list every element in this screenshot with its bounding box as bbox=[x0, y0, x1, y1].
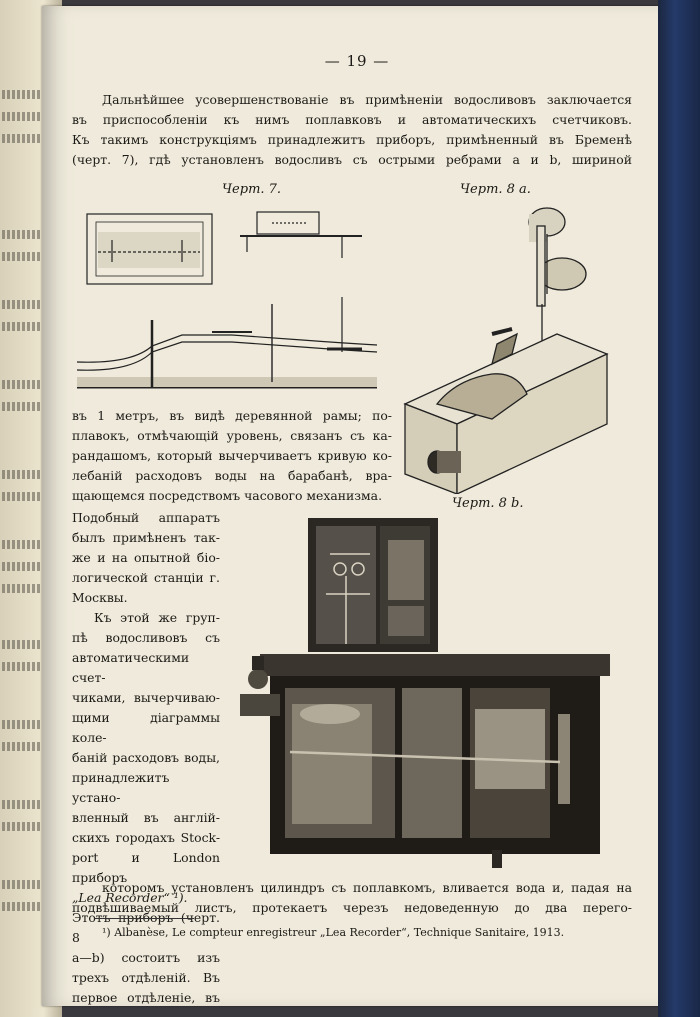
text-line: въ приспособленіи къ нимъ поплавковъ и а… bbox=[72, 112, 632, 127]
text-line: Москвы. bbox=[72, 590, 128, 605]
text-line: чиками, вычерчиваю- bbox=[72, 690, 220, 705]
text-line: Дальнѣйшее усовершенствованіе въ примѣне… bbox=[102, 92, 632, 107]
footnote-divider bbox=[94, 918, 194, 919]
book-page: — 19 — Дальнѣйшее усовершенствованіе въ … bbox=[42, 6, 672, 1006]
text-line: трехъ отдѣленій. Въ bbox=[72, 970, 220, 985]
text-line: лебаній расходовъ воды на барабанѣ, вра- bbox=[72, 468, 392, 483]
text-line: былъ примѣненъ так- bbox=[72, 530, 220, 545]
figure-8b-apparatus-photo bbox=[240, 518, 610, 868]
text-line: скихъ городахъ Stock- bbox=[72, 830, 220, 845]
text-line: Подобный аппаратъ bbox=[72, 510, 220, 525]
text-line: „Lea Recorder“ ¹). bbox=[72, 890, 188, 905]
text-line: port и London приборъ bbox=[72, 850, 220, 885]
text-line: Къ такимъ конструкціямъ принадлежитъ при… bbox=[72, 132, 632, 147]
page-number: — 19 — bbox=[324, 52, 390, 70]
text-line: щими діаграммы коле- bbox=[72, 710, 220, 745]
text-line: которомъ установленъ цилиндръ съ поплавк… bbox=[102, 880, 632, 895]
text-line: баній расходовъ воды, bbox=[72, 750, 220, 765]
column-paragraph: Подобный аппаратъ былъ примѣненъ так- же… bbox=[72, 508, 220, 1008]
footnote: ¹) Albanèse, Le compteur enregistreur „L… bbox=[102, 926, 565, 939]
text-line: плавокъ, отмѣчающій уровень, связанъ съ … bbox=[72, 428, 392, 443]
middle-paragraph: въ 1 метръ, въ видѣ деревянной рамы; по-… bbox=[72, 406, 392, 506]
bottom-paragraph: которомъ установленъ цилиндръ съ поплавк… bbox=[72, 878, 632, 918]
text-line: щающемся посредствомъ часового механизма… bbox=[72, 488, 383, 503]
figure-7-weir-drawing bbox=[76, 211, 378, 389]
text-line: автоматическими счет- bbox=[72, 650, 190, 685]
intro-paragraph: Дальнѣйшее усовершенствованіе въ примѣне… bbox=[72, 90, 632, 170]
text-line: рандашомъ, который вычерчиваетъ кривую к… bbox=[72, 448, 392, 463]
book-cover-edge bbox=[658, 0, 700, 1017]
text-line: Этотъ приборъ (черт. 8 bbox=[72, 910, 220, 945]
text-line: въ 1 метръ, въ видѣ деревянной рамы; по- bbox=[72, 408, 392, 423]
text-line: (черт. 7), гдѣ установленъ водосливъ съ … bbox=[72, 152, 632, 167]
text-line: принадлежитъ устано- bbox=[72, 770, 170, 805]
text-line: логической станціи г. bbox=[72, 570, 220, 585]
figure-8a-recorder-drawing bbox=[403, 207, 609, 494]
figure-8b-caption: Черт. 8 b. bbox=[452, 496, 524, 511]
figure-8a-caption: Черт. 8 a. bbox=[460, 182, 531, 197]
text-line: a—b) состоитъ изъ bbox=[72, 950, 220, 965]
text-line: пѣ водосливовъ съ bbox=[72, 630, 220, 645]
figure-7-caption: Черт. 7. bbox=[222, 182, 282, 197]
text-line: же и на опытной біо- bbox=[72, 550, 220, 565]
text-line: первое отдѣленіе, въ bbox=[72, 990, 220, 1005]
text-line: подвѣшиваемый листъ, протекаетъ черезъ н… bbox=[72, 900, 632, 915]
text-line: Къ этой же груп- bbox=[94, 610, 220, 625]
text-line: вленный въ англій- bbox=[72, 810, 220, 825]
